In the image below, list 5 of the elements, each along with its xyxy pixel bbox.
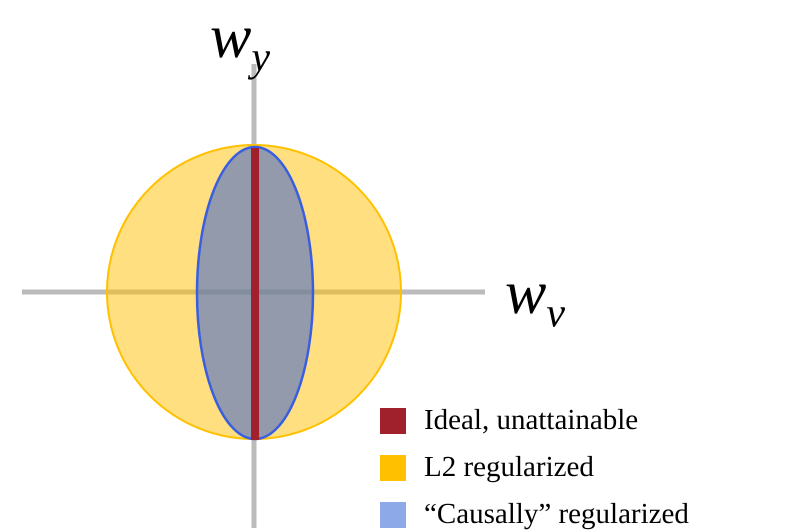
legend-label: “Causally” regularized — [424, 500, 689, 529]
legend-label: L2 regularized — [424, 453, 594, 482]
legend-label: Ideal, unattainable — [424, 406, 638, 435]
axis-label: w$_{y}$ — [210, 6, 270, 78]
axis-label: w$_{v}$ — [505, 262, 566, 334]
